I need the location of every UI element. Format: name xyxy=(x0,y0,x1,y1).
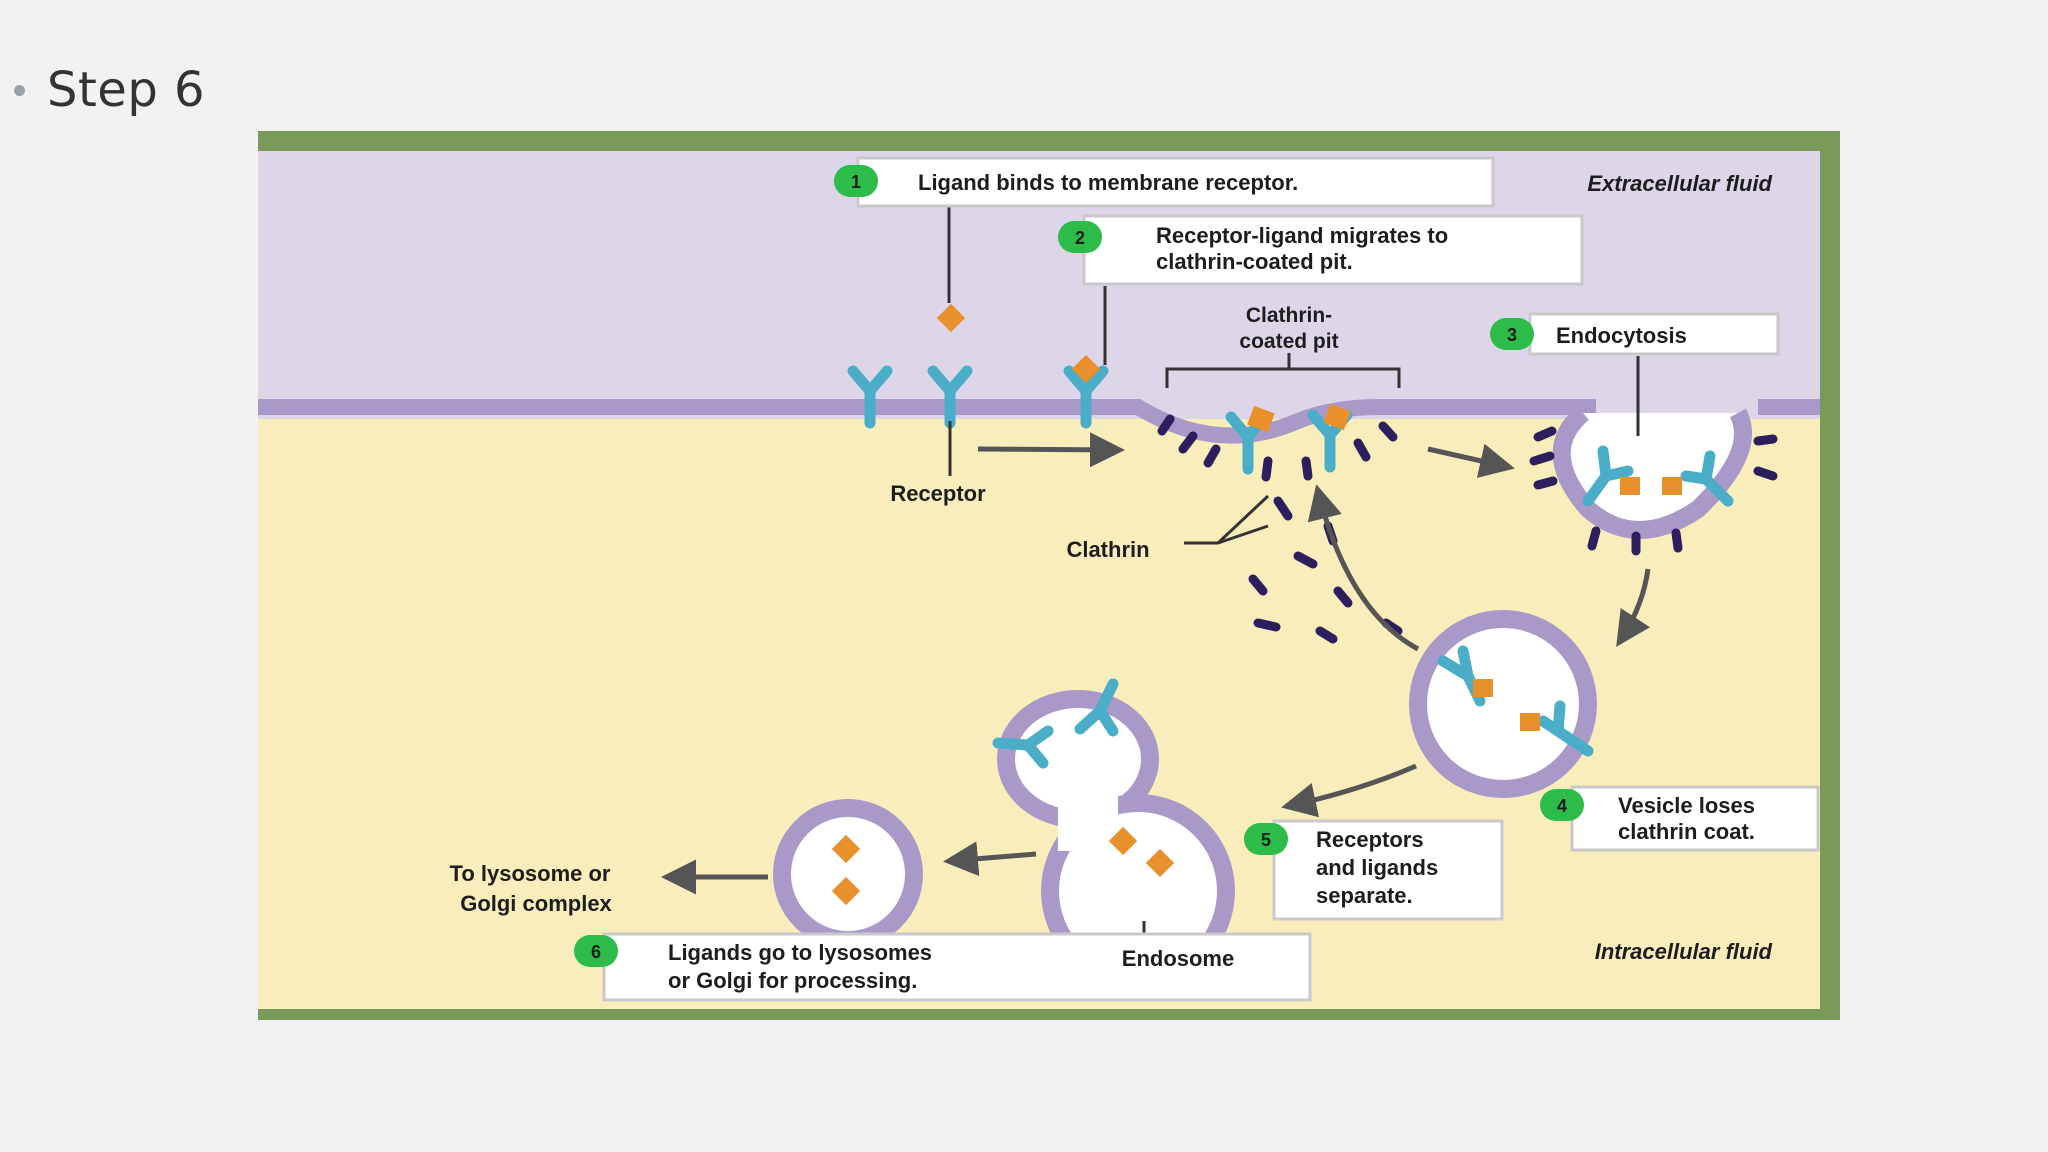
lysosome-label-line1: To lysosome or xyxy=(450,861,611,886)
pit-label-line1: Clathrin- xyxy=(1246,304,1332,327)
step-2-text-line2: clathrin-coated pit. xyxy=(1156,249,1353,274)
transport-ligand-2 xyxy=(831,876,861,906)
step-1-label: 1 Ligand binds to membrane receptor. xyxy=(834,156,1495,208)
step-6-text-line2: or Golgi for processing. xyxy=(668,968,917,993)
endosome-label: Endosome xyxy=(1122,946,1234,971)
step-4-text-line2: clathrin coat. xyxy=(1618,819,1755,844)
endocytosis-diagram: 1 Ligand binds to membrane receptor. 2 R… xyxy=(258,131,1840,1020)
step-4-number: 4 xyxy=(1557,796,1567,816)
step-5-number: 5 xyxy=(1261,830,1271,850)
step-2-label: 2 Receptor-ligand migrates to clathrin-c… xyxy=(1058,214,1584,286)
transport-vesicle xyxy=(773,799,923,949)
step-4-label: 4 Vesicle loses clathrin coat. xyxy=(1540,785,1820,852)
leader-lines xyxy=(947,202,1640,951)
flow-arrows xyxy=(661,432,1651,895)
extracellular-label: Extracellular fluid xyxy=(1587,171,1772,196)
receptor-label: Receptor xyxy=(890,481,986,506)
step-4-text-line1: Vesicle loses xyxy=(1618,793,1755,818)
step-2-text-line1: Receptor-ligand migrates to xyxy=(1156,223,1448,248)
cell-membrane xyxy=(258,399,1596,444)
pit-ligand-2 xyxy=(1323,403,1351,431)
pit-label-line2: coated pit xyxy=(1239,330,1338,353)
ligand-bound xyxy=(1071,354,1101,384)
transport-ligand-1 xyxy=(831,834,861,864)
uncoated-ligand-1 xyxy=(1473,679,1493,697)
step-5-text-line3: separate. xyxy=(1316,883,1413,908)
vesicle-ligand-2 xyxy=(1662,477,1682,495)
step-1-text: Ligand binds to membrane receptor. xyxy=(918,170,1298,195)
step-3-label: 3 Endocytosis xyxy=(1490,312,1780,356)
endosome-receptors xyxy=(992,678,1119,769)
endocytic-vesicle-forming xyxy=(1552,406,1752,539)
step-6-text-line1: Ligands go to lysosomes xyxy=(668,940,932,965)
step-3-number: 3 xyxy=(1507,325,1517,345)
vesicle-receptors xyxy=(1582,445,1734,507)
vesicle-ligand-1 xyxy=(1620,477,1640,495)
endosome-neck xyxy=(1058,791,1118,851)
pit-ligand-1 xyxy=(1247,405,1275,433)
bullet-dot xyxy=(14,84,25,96)
lysosome-label-line2: Golgi complex xyxy=(460,891,612,916)
step-6-number: 6 xyxy=(591,942,601,962)
endosome-ligand-2 xyxy=(1145,848,1175,878)
clathrin-label: Clathrin xyxy=(1066,537,1149,562)
step-5-label: 5 Receptors and ligands separate. xyxy=(1244,819,1504,921)
ligand-free xyxy=(936,303,966,333)
slide-bullet: Step 6 xyxy=(14,62,205,118)
uncoated-ligand-2 xyxy=(1520,713,1540,731)
step-3-text: Endocytosis xyxy=(1556,323,1687,348)
step-5-text-line1: Receptors xyxy=(1316,827,1424,852)
step-2-number: 2 xyxy=(1075,228,1085,248)
endosome-ligand-1 xyxy=(1108,826,1138,856)
step-6-label: 6 Ligands go to lysosomes or Golgi for p… xyxy=(574,932,1312,1002)
step-5-text-line2: and ligands xyxy=(1316,855,1438,880)
slide-title: Step 6 xyxy=(47,62,206,118)
step-1-number: 1 xyxy=(851,172,861,192)
intracellular-label: Intracellular fluid xyxy=(1595,939,1773,964)
